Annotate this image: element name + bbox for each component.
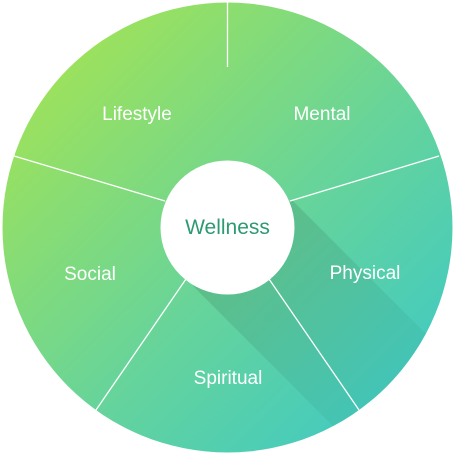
center-label: Wellness [185,216,270,239]
divider-social-lifestyle [13,155,166,202]
segment-label-lifestyle: Lifestyle [102,104,172,125]
center-circle [160,160,295,295]
segment-label-physical: Physical [330,263,401,284]
segment-label-spiritual: Spiritual [194,368,263,389]
divider-physical-spiritual [268,278,360,411]
divider-mental-physical [289,155,440,202]
segment-label-mental: Mental [293,104,350,125]
segment-dividers [13,2,440,411]
segment-label-social: Social [64,264,116,285]
divider-spiritual-social [95,278,187,411]
